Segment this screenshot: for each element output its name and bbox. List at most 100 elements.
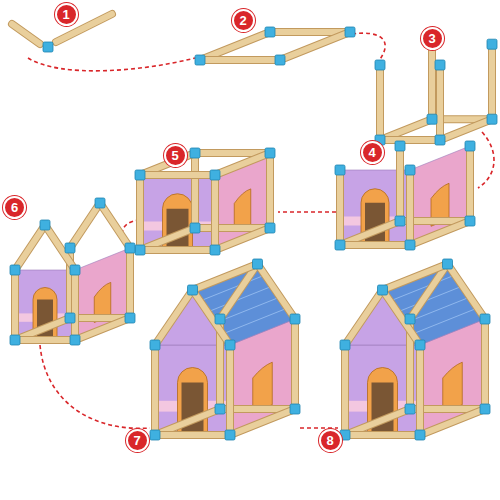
house-step bbox=[10, 198, 135, 345]
front-panel bbox=[140, 175, 215, 250]
connector-block bbox=[340, 430, 350, 440]
connector-block bbox=[215, 404, 225, 414]
stick-outline bbox=[345, 431, 420, 439]
wooden-stick bbox=[75, 318, 130, 340]
connector-block bbox=[225, 340, 235, 350]
wooden-stick bbox=[489, 44, 495, 119]
wooden-stick bbox=[258, 264, 296, 319]
wooden-stick bbox=[440, 119, 492, 140]
stick-outline bbox=[200, 32, 270, 60]
stick-outline bbox=[15, 225, 45, 270]
connector-block bbox=[290, 314, 300, 324]
wooden-stick bbox=[155, 290, 193, 345]
wooden-stick bbox=[100, 203, 130, 248]
stick-outline bbox=[211, 175, 219, 250]
wooden-stick bbox=[292, 319, 298, 409]
callout-number: 7 bbox=[133, 434, 140, 447]
callout-number: 1 bbox=[62, 8, 69, 21]
connector-block bbox=[375, 60, 385, 70]
connector-block bbox=[135, 245, 145, 255]
connector-block bbox=[415, 340, 425, 350]
connector-block bbox=[125, 243, 135, 253]
step-badge: 7 bbox=[126, 429, 149, 452]
connector-block bbox=[290, 404, 300, 414]
side-panel bbox=[75, 248, 130, 340]
roof-panel bbox=[193, 264, 296, 345]
step-badge: 3 bbox=[421, 27, 444, 50]
stick-outline bbox=[266, 153, 274, 228]
wooden-stick bbox=[140, 247, 215, 253]
connector-block bbox=[10, 335, 20, 345]
stick-outline bbox=[140, 246, 215, 254]
wooden-stick bbox=[212, 175, 218, 250]
wooden-stick bbox=[380, 137, 440, 143]
connector-block bbox=[125, 313, 135, 323]
stick-outline bbox=[71, 270, 79, 340]
connector-block bbox=[435, 135, 445, 145]
stick-outline bbox=[75, 318, 130, 340]
stick-outline bbox=[151, 345, 159, 435]
step-path bbox=[28, 58, 195, 71]
connector-block bbox=[443, 259, 453, 269]
stick-outline bbox=[45, 225, 75, 270]
stick-outline bbox=[428, 44, 436, 119]
connector-block bbox=[487, 114, 497, 124]
connector-block bbox=[40, 220, 50, 230]
stick-outline bbox=[416, 345, 424, 435]
roof-panel bbox=[383, 264, 486, 345]
wooden-stick bbox=[383, 264, 448, 290]
wooden-stick bbox=[345, 432, 420, 438]
connector-block bbox=[465, 141, 475, 151]
stick-outline bbox=[341, 345, 349, 435]
roof-pattern bbox=[413, 308, 478, 334]
step-badge: 4 bbox=[361, 141, 384, 164]
connector-block bbox=[405, 404, 415, 414]
wooden-stick bbox=[407, 170, 413, 245]
side-window bbox=[443, 362, 463, 412]
house-step bbox=[195, 27, 355, 65]
step-badge: 5 bbox=[164, 144, 187, 167]
connector-block bbox=[335, 240, 345, 250]
connector-block bbox=[340, 340, 350, 350]
wooden-stick bbox=[200, 32, 270, 60]
stick-outline bbox=[440, 119, 492, 140]
stick-outline bbox=[193, 264, 258, 290]
side-window bbox=[253, 362, 273, 412]
wooden-stick bbox=[152, 345, 158, 435]
connector-block bbox=[265, 148, 275, 158]
step-badge: 2 bbox=[232, 9, 255, 32]
connector-block bbox=[70, 265, 80, 275]
connector-block bbox=[210, 170, 220, 180]
stick-outline bbox=[191, 153, 199, 228]
wooden-stick bbox=[267, 153, 273, 228]
stick-outline bbox=[140, 171, 215, 179]
wooden-stick bbox=[15, 225, 45, 270]
stick-outline bbox=[226, 345, 234, 435]
wooden-stick bbox=[417, 345, 423, 435]
stick-outline bbox=[380, 136, 440, 144]
step-badge: 8 bbox=[319, 429, 342, 452]
connector-block bbox=[405, 165, 415, 175]
wooden-stick bbox=[215, 153, 270, 175]
stick-outline bbox=[100, 203, 130, 248]
wooden-stick bbox=[192, 153, 198, 228]
wooden-stick bbox=[337, 170, 343, 245]
wooden-stick bbox=[342, 345, 348, 435]
stick-outline bbox=[193, 290, 231, 345]
wooden-stick bbox=[70, 203, 100, 248]
connector-block bbox=[190, 223, 200, 233]
stick-outline bbox=[215, 228, 270, 250]
stick-outline bbox=[396, 146, 404, 221]
wooden-stick bbox=[137, 175, 143, 250]
wooden-stick bbox=[12, 24, 40, 44]
connector-block bbox=[427, 114, 437, 124]
house-step bbox=[150, 259, 300, 440]
callout-number: 3 bbox=[428, 32, 435, 45]
wooden-stick bbox=[12, 270, 18, 340]
stick-outline bbox=[280, 32, 350, 60]
stick-outline bbox=[155, 290, 193, 345]
connector-block bbox=[188, 285, 198, 295]
wooden-stick bbox=[429, 44, 435, 119]
